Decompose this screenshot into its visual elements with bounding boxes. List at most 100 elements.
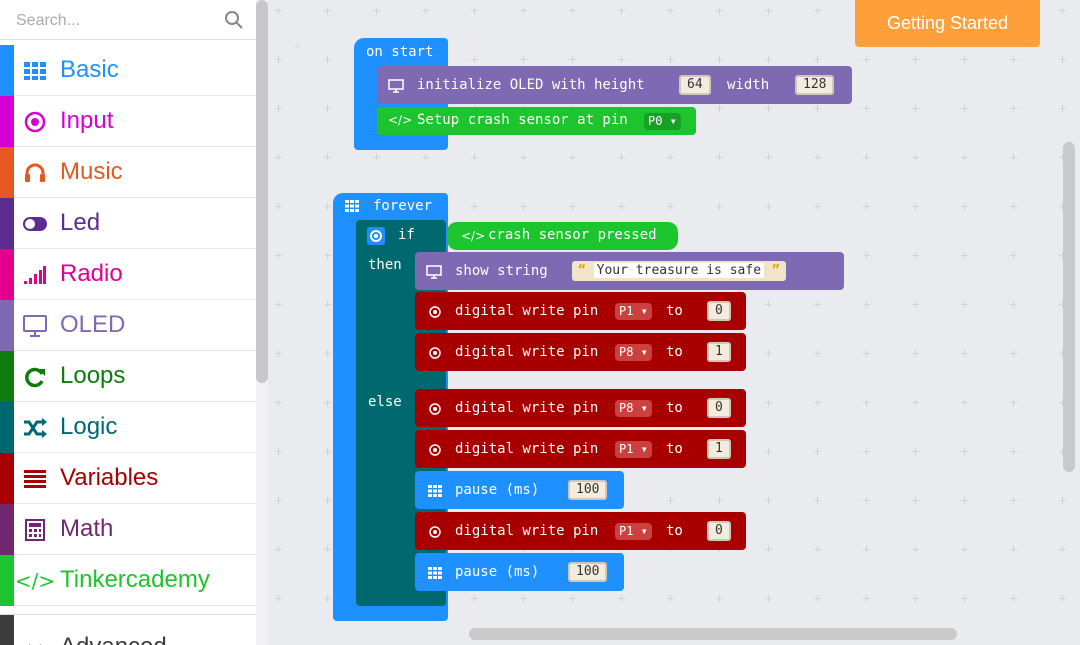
getting-started-button[interactable]: Getting Started	[855, 0, 1040, 47]
grid-mark	[814, 7, 821, 14]
grid-mark	[275, 546, 282, 553]
category-basic[interactable]: Basic	[0, 45, 256, 96]
grid-mark	[765, 497, 772, 504]
category-label: Math	[60, 515, 114, 542]
grid-mark	[1010, 203, 1017, 210]
pin-dropdown[interactable]: P1 ▾	[615, 303, 652, 320]
grid-mark	[863, 350, 870, 357]
grid-mark	[716, 497, 723, 504]
grid-mark	[765, 399, 772, 406]
grid-mark	[863, 546, 870, 553]
grid-mark	[275, 105, 282, 112]
target-icon	[429, 444, 441, 456]
to-text: to	[666, 523, 683, 539]
category-input[interactable]: Input	[0, 96, 256, 147]
chevron-down-icon	[23, 637, 47, 645]
monitor-icon	[426, 265, 442, 279]
grid-mark	[765, 448, 772, 455]
on-start-label: on start	[366, 44, 434, 60]
grid-mark	[275, 203, 282, 210]
to-text: to	[666, 344, 683, 360]
workspace-horizontal-scrollbar[interactable]	[469, 628, 957, 640]
category-advanced[interactable]: Advanced	[0, 614, 256, 645]
calculator-icon	[23, 518, 47, 542]
pin-dropdown[interactable]: P1 ▾	[615, 523, 652, 540]
write-value-field[interactable]: 0	[707, 398, 731, 418]
grid-mark	[961, 105, 968, 112]
category-variables[interactable]: Variables	[0, 453, 256, 504]
search-icon[interactable]	[224, 10, 244, 30]
crash-pin-dropdown[interactable]: P0 ▾	[644, 113, 681, 130]
grid-mark	[765, 154, 772, 161]
digital-write-block[interactable]: digital write pin P1 ▾ to 1	[415, 430, 746, 468]
category-color-bar	[0, 198, 14, 249]
grid-mark	[324, 301, 331, 308]
pin-dropdown[interactable]: P8 ▾	[615, 344, 652, 361]
string-value-field[interactable]: “ Your treasure is safe ”	[572, 261, 786, 281]
grid-mark	[1010, 595, 1017, 602]
grid-mark	[275, 301, 282, 308]
category-label: Loops	[60, 362, 126, 389]
grid-mark	[618, 203, 625, 210]
pin-dropdown[interactable]: P1 ▾	[615, 441, 652, 458]
oled-init-block[interactable]: initialize OLED with height 64 width 128	[377, 66, 852, 104]
grid-icon	[345, 200, 359, 212]
category-music[interactable]: Music	[0, 147, 256, 198]
write-value-field[interactable]: 1	[707, 439, 731, 459]
to-text: to	[666, 441, 683, 457]
monitor-icon	[23, 314, 47, 338]
workspace-vertical-scrollbar[interactable]	[1063, 142, 1075, 472]
show-string-text: show string	[455, 263, 548, 279]
to-text: to	[666, 400, 683, 416]
search-input[interactable]	[14, 8, 218, 34]
category-tinkercademy[interactable]: </> Tinkercademy	[0, 555, 256, 606]
grid-mark	[471, 56, 478, 63]
crash-setup-block[interactable]: </> Setup crash sensor at pin P0 ▾	[377, 107, 696, 135]
pause-text: pause (ms)	[455, 482, 540, 498]
grid-mark	[422, 7, 429, 14]
category-led[interactable]: Led	[0, 198, 256, 249]
grid-icon	[428, 485, 442, 497]
open-quote-icon: “	[578, 263, 586, 278]
pause-value-field[interactable]: 100	[568, 480, 608, 500]
grid-mark	[961, 350, 968, 357]
category-color-bar	[0, 249, 14, 300]
digital-write-block[interactable]: digital write pin P1 ▾ to 0	[415, 292, 746, 330]
grid-mark	[324, 595, 331, 602]
grid-mark	[1059, 350, 1066, 357]
category-color-bar	[0, 96, 14, 147]
write-value-field[interactable]: 1	[707, 342, 731, 362]
category-color-bar	[0, 504, 14, 555]
category-logic[interactable]: Logic	[0, 402, 256, 453]
category-radio[interactable]: Radio	[0, 249, 256, 300]
gear-icon[interactable]	[367, 227, 385, 245]
category-math[interactable]: Math	[0, 504, 256, 555]
pause-value-field[interactable]: 100	[568, 562, 608, 582]
crash-pressed-block[interactable]: </> crash sensor pressed	[447, 222, 678, 250]
show-string-block[interactable]: show string “ Your treasure is safe ”	[415, 252, 844, 290]
digital-write-block[interactable]: digital write pin P8 ▾ to 1	[415, 333, 746, 371]
write-value-field[interactable]: 0	[707, 521, 731, 541]
grid-mark	[667, 56, 674, 63]
pause-block[interactable]: pause (ms) 100	[415, 553, 624, 591]
category-oled[interactable]: OLED	[0, 300, 256, 351]
sidebar-scrollbar-thumb[interactable]	[256, 0, 268, 383]
write-value-field[interactable]: 0	[707, 301, 731, 321]
pause-block[interactable]: pause (ms) 100	[415, 471, 624, 509]
grid-mark	[912, 105, 919, 112]
grid-mark	[1010, 56, 1017, 63]
string-value: Your treasure is safe	[593, 263, 765, 278]
pin-dropdown[interactable]: P8 ▾	[615, 400, 652, 417]
grid-mark	[569, 56, 576, 63]
oled-height-field[interactable]: 64	[679, 75, 711, 95]
search-bar	[0, 0, 256, 40]
grid-mark	[1059, 105, 1066, 112]
oled-width-field[interactable]: 128	[795, 75, 835, 95]
digital-write-block[interactable]: digital write pin P1 ▾ to 0	[415, 512, 746, 550]
grid-mark	[912, 56, 919, 63]
grid-mark	[1010, 546, 1017, 553]
category-loops[interactable]: Loops	[0, 351, 256, 402]
grid-mark	[569, 595, 576, 602]
grid-mark	[1059, 399, 1066, 406]
digital-write-block[interactable]: digital write pin P8 ▾ to 0	[415, 389, 746, 427]
